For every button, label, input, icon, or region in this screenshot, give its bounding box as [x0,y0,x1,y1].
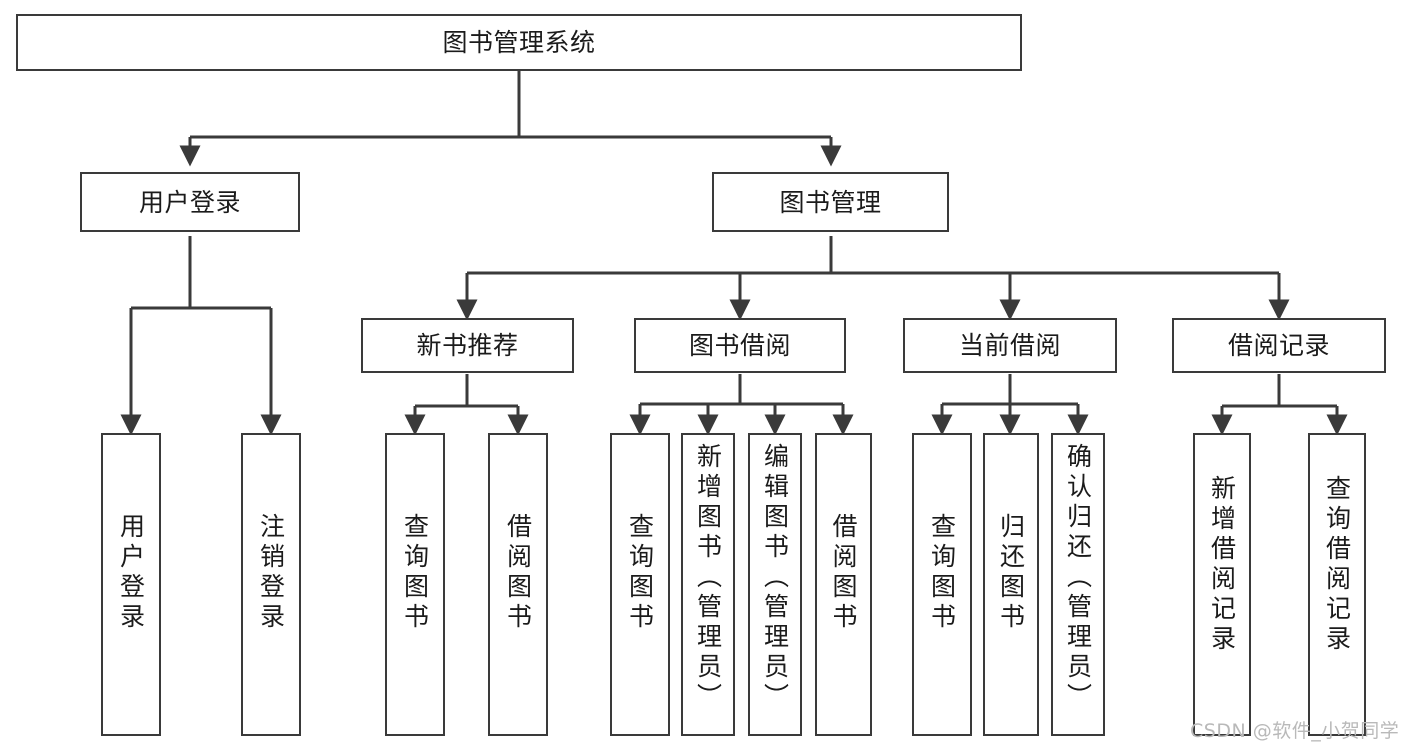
node-leaf-add-record[interactable]: 新增借阅记录 [1193,433,1251,736]
node-book-borrow[interactable]: 图书借阅 [634,318,846,373]
node-user-login-label: 用户登录 [138,187,241,217]
node-leaf-query-record-label: 查询借阅记录 [1322,475,1352,655]
node-current-borrow-label: 当前借阅 [958,331,1061,360]
csdn-watermark: CSDN @软件_小贺同学 [1190,720,1400,742]
node-borrow-record-label: 借阅记录 [1227,331,1330,360]
node-leaf-logout-login-label: 注销登录 [256,513,286,633]
node-book-borrow-label: 图书借阅 [688,331,791,360]
node-book-management[interactable]: 图书管理 [712,172,949,232]
node-leaf-user-login-label: 用户登录 [116,513,146,633]
node-leaf-add-book-label: 新增图书（管理员） [693,443,723,713]
node-new-book-recommend-label: 新书推荐 [416,331,519,360]
node-leaf-return-book[interactable]: 归还图书 [983,433,1039,736]
node-root[interactable]: 图书管理系统 [16,14,1022,71]
node-leaf-query-book-1-label: 查询图书 [400,513,430,633]
node-leaf-query-record[interactable]: 查询借阅记录 [1308,433,1366,736]
node-new-book-recommend[interactable]: 新书推荐 [361,318,574,373]
node-leaf-add-book[interactable]: 新增图书（管理员） [681,433,735,736]
node-borrow-record[interactable]: 借阅记录 [1172,318,1386,373]
node-book-management-label: 图书管理 [779,187,882,217]
node-leaf-query-book-3[interactable]: 查询图书 [912,433,972,736]
node-leaf-query-book-2[interactable]: 查询图书 [610,433,670,736]
node-user-login[interactable]: 用户登录 [80,172,300,232]
node-leaf-confirm-return[interactable]: 确认归还（管理员） [1051,433,1105,736]
node-leaf-confirm-return-label: 确认归还（管理员） [1063,443,1093,713]
node-leaf-query-book-1[interactable]: 查询图书 [385,433,445,736]
node-leaf-return-book-label: 归还图书 [996,513,1026,633]
node-leaf-user-login[interactable]: 用户登录 [101,433,161,736]
node-leaf-borrow-book-2-label: 借阅图书 [829,513,858,633]
node-leaf-logout-login[interactable]: 注销登录 [241,433,301,736]
node-leaf-borrow-book-1[interactable]: 借阅图书 [488,433,548,736]
node-leaf-borrow-book-1-label: 借阅图书 [503,513,533,633]
node-leaf-edit-book[interactable]: 编辑图书（管理员） [748,433,802,736]
node-current-borrow[interactable]: 当前借阅 [903,318,1117,373]
node-leaf-query-book-2-label: 查询图书 [625,513,655,633]
node-root-label: 图书管理系统 [442,28,596,57]
node-leaf-edit-book-label: 编辑图书（管理员） [760,443,790,713]
node-leaf-query-book-3-label: 查询图书 [927,513,957,633]
node-leaf-add-record-label: 新增借阅记录 [1207,475,1237,655]
node-leaf-borrow-book-2[interactable]: 借阅图书 [815,433,872,736]
